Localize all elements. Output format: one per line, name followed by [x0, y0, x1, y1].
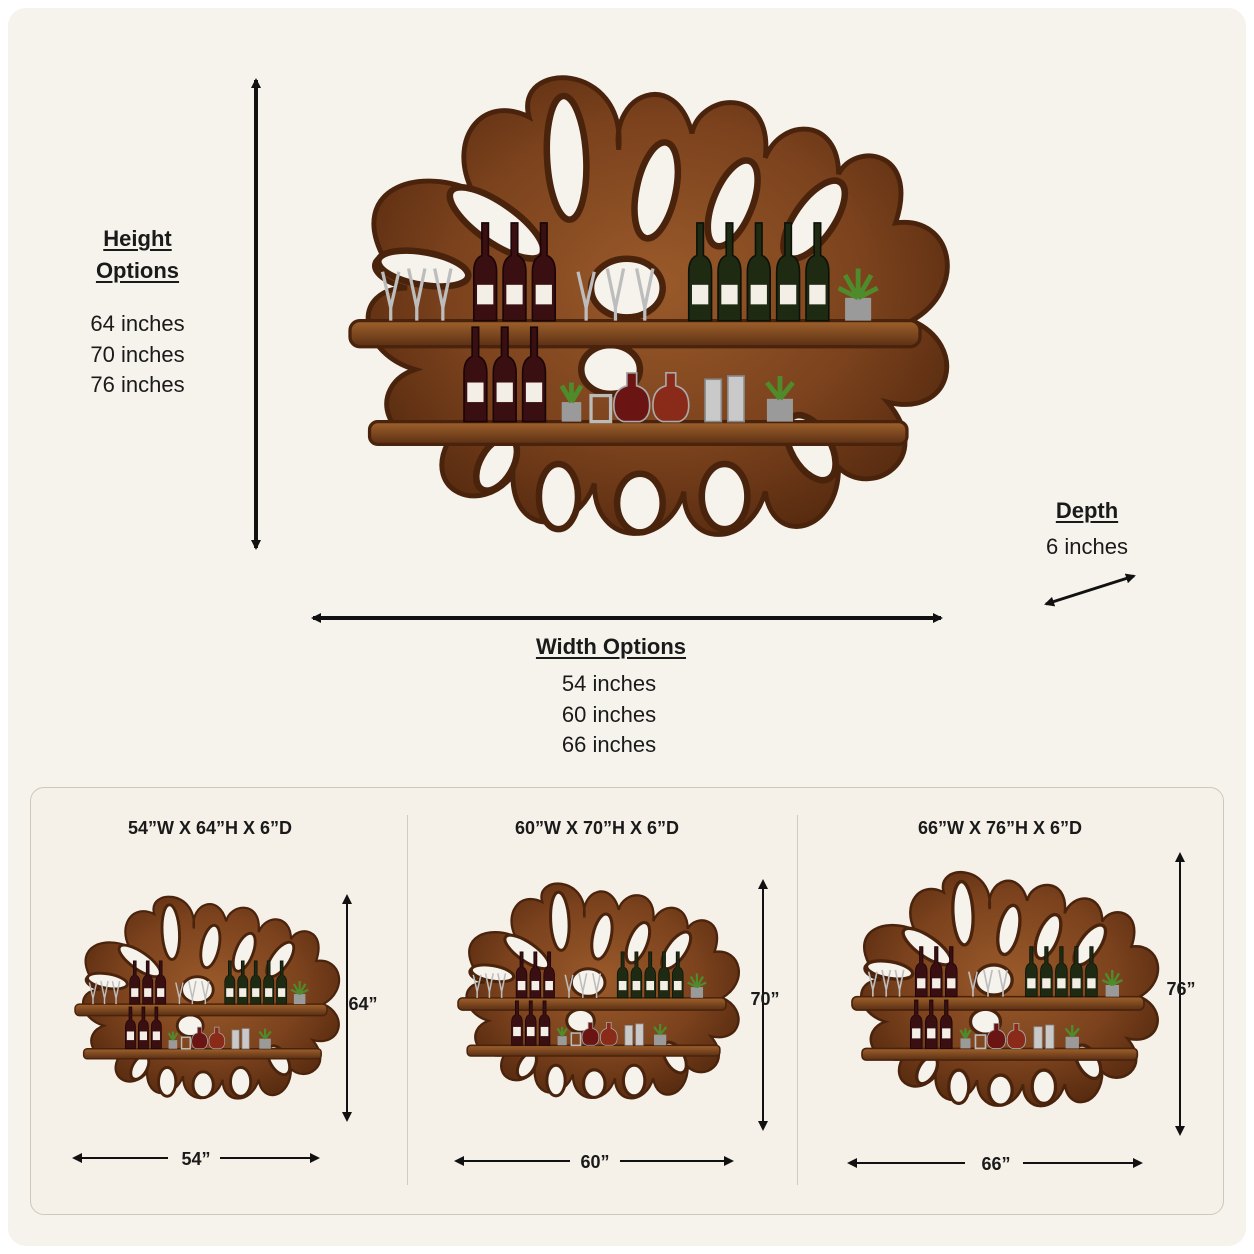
wine-rack-medium-image [456, 882, 741, 1100]
width-options-list: 54 inches 60 inches 66 inches [480, 669, 738, 761]
size-title-large: 66”W X 76”H X 6”D [917, 818, 1083, 838]
size-title-small: 54”W X 64”H X 6”D [127, 818, 293, 838]
width-label-medium: 60” [580, 1152, 610, 1172]
width-arrow [311, 613, 943, 623]
height-label-medium: 70” [750, 989, 780, 1009]
height-options-list: 64 inches 70 inches 76 inches [60, 309, 215, 401]
height-heading-line1: Height [103, 226, 172, 251]
height-options-heading: Height Options [60, 223, 215, 287]
wine-rack-small-image [73, 895, 341, 1101]
height-option: 76 inches [90, 372, 185, 397]
width-arrow-small [72, 1153, 320, 1163]
wine-rack-main-image [350, 40, 920, 585]
width-option: 66 inches [561, 732, 657, 757]
size-title-medium: 60”W X 70”H X 6”D [514, 818, 680, 838]
height-arrow-large [1175, 852, 1185, 1136]
wine-rack-large-image [850, 870, 1160, 1108]
panel-divider [797, 815, 798, 1185]
width-arrow-medium [454, 1156, 734, 1166]
width-label-small: 54” [181, 1149, 211, 1169]
height-label-large: 76” [1166, 979, 1196, 999]
width-option: 60 inches [561, 701, 657, 727]
width-arrow-large [847, 1158, 1143, 1168]
height-arrow-medium [758, 879, 768, 1131]
height-label-small: 64” [348, 994, 378, 1014]
depth-value: 6 inches [1046, 534, 1128, 559]
width-option: 54 inches [561, 671, 657, 696]
depth-heading: Depth [1055, 498, 1119, 523]
panel-divider [407, 815, 408, 1185]
height-arrow [251, 78, 261, 550]
height-option: 64 inches [90, 311, 185, 336]
height-heading-line2: Options [95, 258, 180, 283]
height-arrow-small [342, 894, 352, 1122]
height-option: 70 inches [90, 341, 185, 367]
depth-arrow [1044, 573, 1136, 607]
width-options-heading: Width Options [535, 634, 687, 659]
width-label-large: 66” [981, 1154, 1011, 1174]
